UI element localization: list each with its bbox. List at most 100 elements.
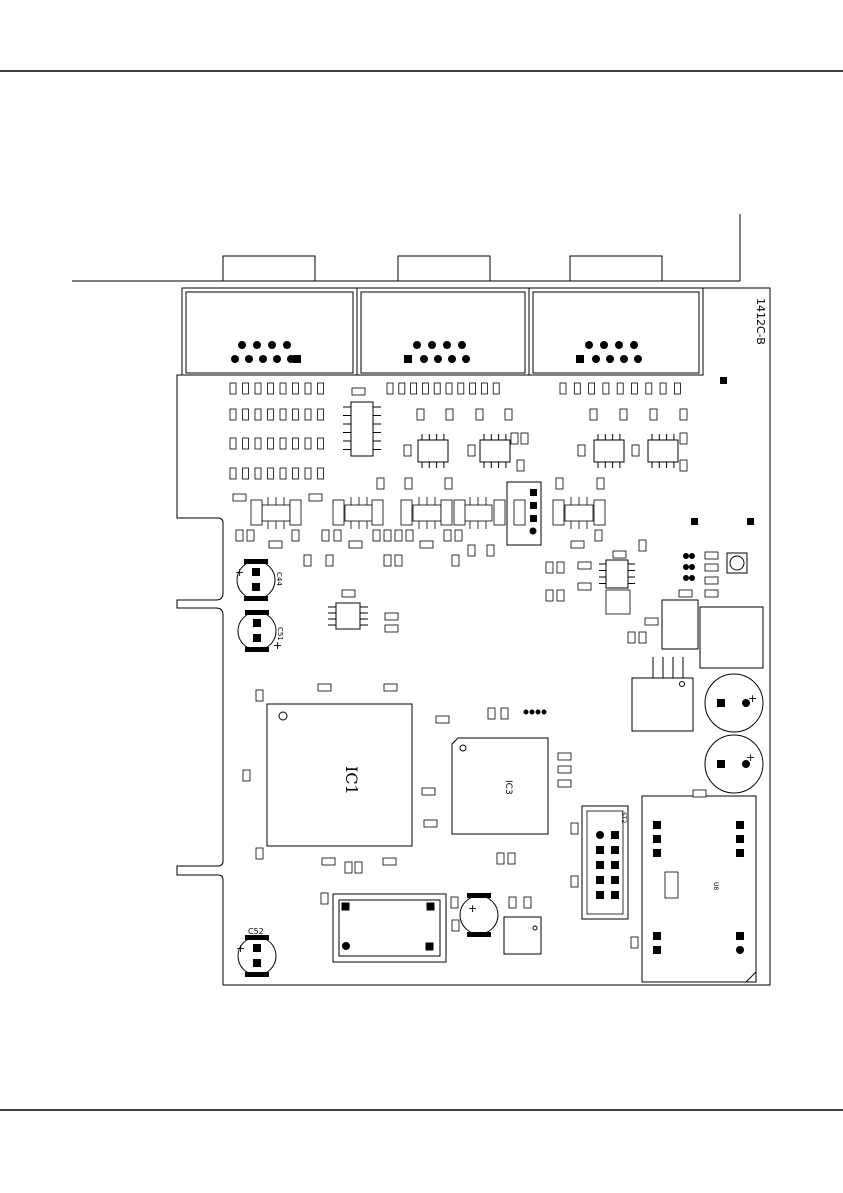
transistor-row bbox=[251, 497, 605, 529]
capacitor-polarity: + bbox=[468, 902, 477, 915]
transistor-resistor bbox=[251, 500, 262, 525]
connector-pin bbox=[238, 341, 246, 349]
resistor bbox=[589, 383, 595, 394]
smd-part-vertical bbox=[377, 478, 384, 489]
led bbox=[689, 553, 695, 559]
smd-part-horizontal bbox=[578, 562, 591, 569]
capacitor-band bbox=[245, 610, 269, 615]
resistor bbox=[243, 409, 249, 420]
transistor-body bbox=[345, 505, 373, 521]
smd-part-vertical bbox=[236, 530, 243, 541]
connector-pin bbox=[434, 355, 442, 363]
transistor-body bbox=[464, 505, 492, 521]
smd-part-horizontal bbox=[309, 494, 322, 501]
u8-pin bbox=[653, 932, 661, 940]
resistor bbox=[680, 409, 687, 420]
resistor bbox=[650, 409, 657, 420]
led bbox=[530, 710, 535, 715]
smd-part-vertical bbox=[524, 897, 531, 908]
transistor-resistor bbox=[514, 500, 525, 525]
led bbox=[683, 553, 689, 559]
smd-part-horizontal bbox=[693, 790, 706, 797]
resistor bbox=[268, 409, 274, 420]
smd-part-vertical bbox=[243, 770, 250, 781]
resistor bbox=[255, 409, 261, 420]
smd-part-vertical bbox=[452, 920, 459, 931]
resistor bbox=[617, 383, 623, 394]
connector-pin bbox=[420, 355, 428, 363]
resistor bbox=[318, 409, 324, 420]
transistor-resistor bbox=[594, 500, 605, 525]
ic1-chip: IC1 bbox=[267, 704, 412, 846]
smd-part-horizontal bbox=[571, 541, 584, 548]
resistor bbox=[293, 468, 299, 479]
transistor-resistor bbox=[494, 500, 505, 525]
resistor bbox=[468, 445, 475, 456]
capacitor-pad bbox=[252, 568, 260, 576]
u8-pin bbox=[736, 932, 744, 940]
resistor bbox=[255, 383, 261, 394]
smd-part-vertical bbox=[334, 530, 341, 541]
c44-label: C44 bbox=[275, 572, 283, 586]
smd-part-vertical bbox=[487, 545, 494, 556]
resistor bbox=[305, 468, 311, 479]
connector-pin bbox=[600, 341, 608, 349]
resistor bbox=[387, 383, 393, 394]
smd-part-horizontal bbox=[385, 613, 398, 620]
resistor bbox=[268, 438, 274, 449]
smd-part-horizontal bbox=[233, 494, 246, 501]
smd-part-horizontal bbox=[613, 551, 626, 558]
u8-pins bbox=[653, 821, 744, 954]
smd-part-vertical bbox=[406, 530, 413, 541]
smd-part-horizontal bbox=[420, 541, 433, 548]
u8-pin bbox=[736, 946, 744, 954]
st2-pin bbox=[611, 861, 619, 869]
connector-pin bbox=[253, 341, 261, 349]
resistor bbox=[243, 383, 249, 394]
resistor bbox=[268, 383, 274, 394]
u8-pin bbox=[653, 835, 661, 843]
resistor bbox=[293, 438, 299, 449]
connector-pin bbox=[273, 355, 281, 363]
resistor bbox=[660, 383, 666, 394]
connector-pin bbox=[413, 341, 421, 349]
oscillator bbox=[333, 894, 446, 962]
transistor-resistor bbox=[333, 500, 344, 525]
resistor bbox=[680, 433, 687, 444]
connector-pin bbox=[462, 355, 470, 363]
connector-pin bbox=[458, 341, 466, 349]
connector-pin bbox=[448, 355, 456, 363]
resistor bbox=[493, 383, 499, 394]
resistor bbox=[318, 468, 324, 479]
smd-part-horizontal bbox=[645, 618, 658, 625]
smd-part-horizontal bbox=[558, 766, 571, 773]
led bbox=[683, 564, 689, 570]
capacitor-band bbox=[245, 647, 269, 652]
capacitor-body bbox=[460, 896, 498, 934]
smd-part-vertical bbox=[395, 555, 402, 566]
smd-part-horizontal bbox=[322, 858, 335, 865]
ic14-chip bbox=[504, 917, 541, 954]
transistor-resistor bbox=[290, 500, 301, 525]
smd-part-vertical bbox=[597, 478, 604, 489]
resistor bbox=[230, 468, 236, 479]
capacitor-pad bbox=[253, 959, 261, 967]
connector-pin bbox=[428, 341, 436, 349]
capacitor-polarity: + bbox=[235, 566, 244, 579]
capacitor-band bbox=[467, 893, 491, 898]
resistor bbox=[318, 383, 324, 394]
smd-part-horizontal bbox=[705, 577, 718, 584]
smd-part-vertical bbox=[468, 545, 475, 556]
smd-part-vertical bbox=[488, 708, 495, 719]
resistor bbox=[399, 383, 405, 394]
transistor-resistor bbox=[454, 500, 465, 525]
resistor bbox=[305, 383, 311, 394]
resistor bbox=[255, 438, 261, 449]
resistor bbox=[632, 445, 639, 456]
resistor bbox=[521, 433, 528, 444]
resistor bbox=[293, 409, 299, 420]
capacitor-polarity: + bbox=[273, 639, 282, 652]
connector-pin bbox=[634, 355, 642, 363]
smd-part-horizontal bbox=[385, 625, 398, 632]
capacitor-body bbox=[238, 612, 276, 650]
